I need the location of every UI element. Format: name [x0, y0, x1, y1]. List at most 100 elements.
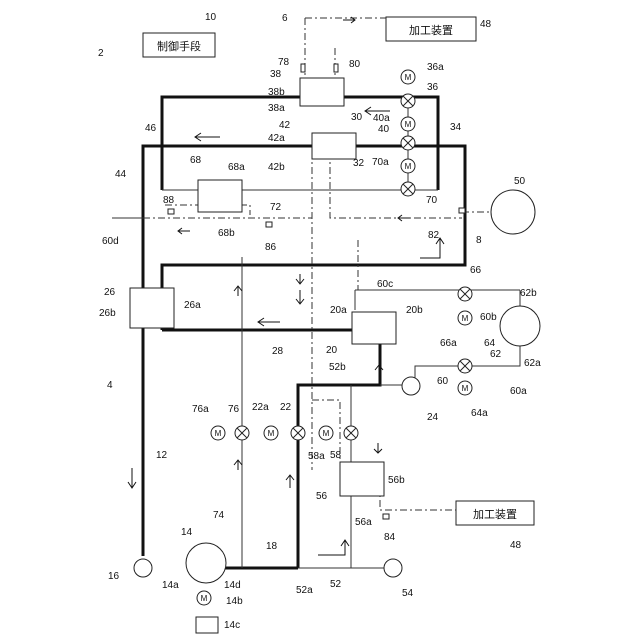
svg-text:M: M	[215, 429, 222, 438]
label-40a: 40a	[373, 113, 390, 124]
label-58a: 58a	[308, 451, 325, 462]
unit-68	[198, 180, 242, 212]
label-16: 16	[108, 571, 120, 582]
label-14d: 14d	[224, 580, 241, 591]
label-12: 12	[156, 450, 168, 461]
label-38: 38	[270, 69, 282, 80]
label-14: 14	[181, 527, 193, 538]
label-20b: 20b	[406, 305, 423, 316]
label-4: 4	[107, 380, 113, 391]
unit-14c	[196, 617, 218, 633]
label-32: 32	[353, 158, 365, 169]
label-42a: 42a	[268, 133, 285, 144]
label-86: 86	[265, 242, 277, 253]
label-70: 70	[426, 195, 438, 206]
processing-device-top-text: 加工装置	[409, 24, 453, 37]
label-68: 68	[190, 155, 202, 166]
pump-62	[500, 306, 540, 346]
svg-text:M: M	[405, 120, 412, 129]
label-22: 22	[280, 402, 292, 413]
label-76a: 76a	[192, 404, 209, 415]
label-26a: 26a	[184, 300, 201, 311]
valve-36	[401, 94, 415, 108]
label-60d: 60d	[102, 236, 119, 247]
valve-66	[458, 287, 472, 301]
label-10: 10	[205, 12, 217, 23]
motor-22a: M	[264, 426, 278, 440]
valve-22	[291, 426, 305, 440]
svg-text:M: M	[323, 429, 330, 438]
label-36a: 36a	[427, 62, 444, 73]
label-44: 44	[115, 169, 127, 180]
pump-14	[186, 543, 226, 583]
label-60a: 60a	[510, 386, 527, 397]
label-34: 34	[450, 122, 462, 133]
processing-device-bottom: 加工装置	[456, 501, 534, 525]
label-56: 56	[316, 491, 328, 502]
control-means-box: 制御手段	[143, 33, 215, 57]
unit-56	[340, 462, 384, 496]
unit-32	[312, 133, 356, 159]
label-26: 26	[104, 287, 116, 298]
svg-text:M: M	[405, 73, 412, 82]
label-52b: 52b	[329, 362, 346, 373]
motor-40a: M	[401, 117, 415, 131]
label-74: 74	[213, 510, 225, 521]
gauge-54	[384, 559, 402, 577]
label-14c: 14c	[224, 620, 240, 631]
label-24: 24	[427, 412, 439, 423]
label-42b: 42b	[268, 162, 285, 173]
valve-40	[401, 136, 415, 150]
label-18: 18	[266, 541, 278, 552]
unit-26	[130, 288, 174, 328]
label-68a: 68a	[228, 162, 245, 173]
label-76: 76	[228, 404, 240, 415]
unit-20	[352, 312, 396, 344]
label-88: 88	[163, 195, 175, 206]
label-8: 8	[476, 235, 482, 246]
label-40: 40	[378, 124, 390, 135]
motor-76a: M	[211, 426, 225, 440]
label-84: 84	[384, 532, 396, 543]
label-62b: 62b	[520, 288, 537, 299]
motor-66a: M	[458, 311, 472, 325]
label-26b: 26b	[99, 308, 116, 319]
gauge-16	[134, 559, 152, 577]
label-52a: 52a	[296, 585, 313, 596]
label-20: 20	[326, 345, 338, 356]
label-2: 2	[98, 48, 104, 59]
motor-36a: M	[401, 70, 415, 84]
label-62a: 62a	[524, 358, 541, 369]
label-14a: 14a	[162, 580, 179, 591]
gauge-24	[402, 377, 420, 395]
svg-text:M: M	[201, 594, 208, 603]
label-64a: 64a	[471, 408, 488, 419]
unit-30	[300, 78, 344, 106]
label-14b: 14b	[226, 596, 243, 607]
label-48-bottom: 48	[510, 540, 522, 551]
label-50: 50	[514, 176, 526, 187]
label-60c: 60c	[377, 279, 393, 290]
valve-58	[344, 426, 358, 440]
label-78: 78	[278, 57, 290, 68]
motor-14b: M	[197, 591, 211, 605]
label-6: 6	[282, 13, 288, 24]
label-80: 80	[349, 59, 361, 70]
label-36: 36	[427, 82, 439, 93]
label-62: 62	[490, 349, 502, 360]
valve-76	[235, 426, 249, 440]
label-28: 28	[272, 346, 284, 357]
label-48-top: 48	[480, 19, 492, 30]
label-58: 58	[330, 450, 342, 461]
label-82: 82	[428, 230, 440, 241]
label-30: 30	[351, 112, 363, 123]
accumulator-50	[491, 190, 535, 234]
svg-text:M: M	[462, 384, 469, 393]
motor-58a: M	[319, 426, 333, 440]
label-64: 64	[484, 338, 496, 349]
valve-70	[401, 182, 415, 196]
label-52: 52	[330, 579, 342, 590]
label-38b: 38b	[268, 87, 285, 98]
motor-64a: M	[458, 381, 472, 395]
